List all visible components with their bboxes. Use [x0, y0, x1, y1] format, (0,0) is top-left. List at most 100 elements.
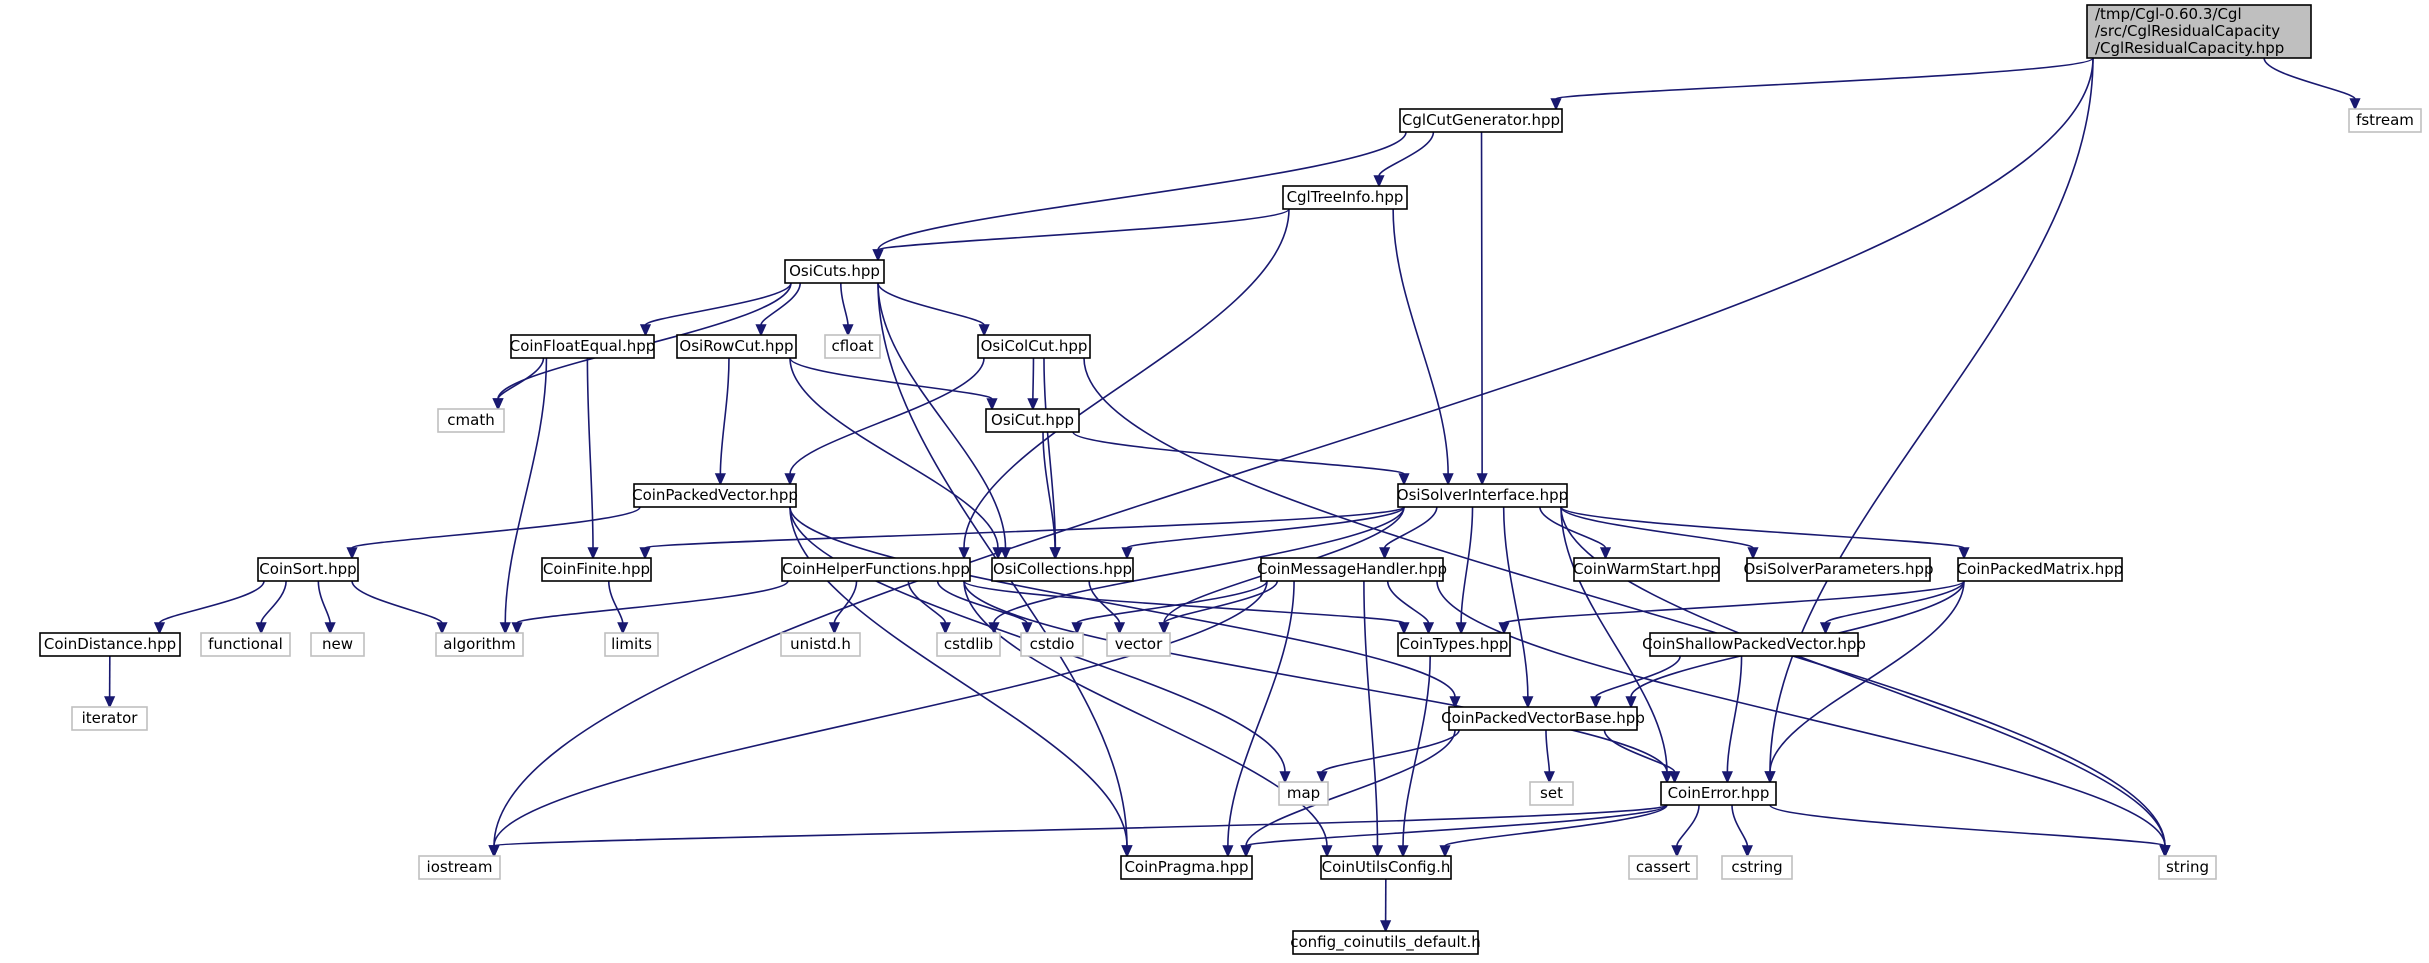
edge-coinerror-to-iostream	[488, 804, 1668, 858]
node-configdefault[interactable]: config_coinutils_default.h	[1290, 930, 1481, 955]
node-osicolcut[interactable]: OsiColCut.hpp	[977, 334, 1091, 359]
arrow-head	[1371, 845, 1384, 858]
node-label: cassert	[1636, 858, 1690, 876]
node-label: unistd.h	[790, 635, 851, 653]
edge-line	[1603, 729, 1676, 773]
edge-coinsort-to-coindistance	[153, 580, 265, 635]
node-osisolverinterface[interactable]: OsiSolverInterface.hpp	[1397, 483, 1568, 508]
node-coinpackedvector[interactable]: CoinPackedVector.hpp	[632, 483, 798, 508]
arrow-head	[1049, 547, 1061, 560]
node-osicut[interactable]: OsiCut.hpp	[985, 408, 1080, 433]
node-limits: limits	[604, 632, 659, 657]
edge-osisolverinterface-to-coinpackedmatrix	[1560, 506, 1970, 560]
edge-coinfinite-to-limits	[607, 580, 629, 635]
node-cassert: cassert	[1628, 855, 1698, 880]
arrow-head	[755, 324, 767, 337]
arrow-head	[1422, 622, 1435, 635]
edge-line	[936, 580, 1028, 624]
node-string: string	[2158, 855, 2217, 880]
node-label: new	[322, 635, 353, 653]
node-coinhelper[interactable]: CoinHelperFunctions.hpp	[781, 557, 971, 582]
edge-line	[644, 506, 1405, 549]
node-box	[1397, 483, 1568, 508]
edge-cglcutgen-to-osisolverinterface	[1476, 131, 1488, 486]
node-coinwarmstart[interactable]: CoinWarmStart.hpp	[1573, 557, 1720, 582]
node-set: set	[1529, 781, 1574, 806]
arrow-head	[1379, 547, 1391, 560]
node-box	[1721, 855, 1793, 880]
node-coinshallow[interactable]: CoinShallowPackedVector.hpp	[1642, 632, 1866, 657]
node-label: CoinMessageHandler.hpp	[1257, 560, 1447, 578]
node-label: /src/CglResidualCapacity	[2095, 22, 2280, 40]
edge-line	[260, 580, 287, 624]
edge-coinpackedvector-to-coinsort	[346, 506, 641, 560]
edge-coinutilsconfig-to-configdefault	[1380, 878, 1392, 933]
edge-root-to-coinerror	[1764, 57, 2094, 784]
edge-osirowcut-to-coinpackedvector	[714, 357, 730, 486]
arrow-head	[1625, 696, 1637, 709]
node-label: cstring	[1731, 858, 1782, 876]
node-coinsort[interactable]: CoinSort.hpp	[257, 557, 359, 582]
node-cgltreeinfo[interactable]: CglTreeInfo.hpp	[1282, 185, 1408, 210]
node-cstdio: cstdio	[1020, 632, 1084, 657]
edges-layer	[104, 57, 2361, 933]
arrow-head	[492, 398, 504, 411]
node-coinpackedmatrix[interactable]: CoinPackedMatrix.hpp	[1957, 557, 2124, 582]
arrow-head	[1121, 547, 1133, 560]
node-label: OsiColCut.hpp	[981, 337, 1088, 355]
edge-line	[1503, 580, 1965, 624]
node-box	[784, 259, 885, 284]
node-cointypes[interactable]: CoinTypes.hpp	[1397, 632, 1511, 657]
node-box	[985, 408, 1080, 433]
node-cglcutgen[interactable]: CglCutGenerator.hpp	[1399, 108, 1563, 133]
node-algorithm: algorithm	[435, 632, 524, 657]
edge-cgltreeinfo-to-osicuts	[872, 208, 1290, 262]
node-label: CoinSort.hpp	[259, 560, 356, 578]
node-root[interactable]: /tmp/Cgl-0.60.3/Cgl/src/CglResidualCapac…	[2086, 4, 2312, 59]
node-box	[676, 334, 797, 359]
node-osicuts[interactable]: OsiCuts.hpp	[784, 259, 885, 284]
node-box	[418, 855, 501, 880]
node-coinerror[interactable]: CoinError.hpp	[1660, 781, 1777, 806]
arrow-head	[1398, 473, 1410, 486]
edge-line	[719, 357, 730, 475]
edge-coinpvbase-to-set	[1543, 729, 1555, 784]
node-coinpvbase[interactable]: CoinPackedVectorBase.hpp	[1441, 706, 1645, 731]
edge-coinpackedmatrix-to-coinerror	[1764, 580, 1965, 784]
arrow-head	[714, 473, 726, 486]
edge-osisolverinterface-to-cstdlib	[988, 506, 1405, 635]
edge-line	[877, 282, 985, 326]
node-box	[1282, 185, 1408, 210]
edge-line	[789, 357, 985, 475]
edge-line	[1502, 506, 1529, 698]
edge-line	[493, 804, 1668, 847]
edge-line	[586, 357, 594, 549]
node-label: OsiSolverParameters.hpp	[1743, 560, 1933, 578]
node-box	[1397, 632, 1511, 657]
arrow-head	[617, 622, 629, 635]
arrow-head	[1397, 845, 1409, 858]
edge-osicolcut-to-coinpackedvector	[784, 357, 985, 486]
edge-line	[789, 357, 993, 400]
arrow-head	[639, 547, 651, 560]
node-osicollections[interactable]: OsiCollections.hpp	[991, 557, 1134, 582]
node-coindistance[interactable]: CoinDistance.hpp	[39, 632, 181, 657]
node-coinfloatequal[interactable]: CoinFloatEqual.hpp	[510, 334, 656, 359]
edge-osisolverinterface-to-coinwarmstart	[1539, 506, 1612, 560]
edge-line	[907, 580, 947, 624]
node-coinpragma[interactable]: CoinPragma.hpp	[1120, 855, 1253, 880]
arrow-head	[1398, 622, 1410, 635]
edge-line	[351, 506, 641, 549]
arrow-head	[872, 249, 884, 262]
node-osisolverparams[interactable]: OsiSolverParameters.hpp	[1743, 557, 1934, 582]
node-box	[781, 557, 971, 582]
edge-osisolverinterface-to-coinerror	[1560, 506, 1673, 784]
node-coinmessage[interactable]: CoinMessageHandler.hpp	[1257, 557, 1447, 582]
node-coinfinite[interactable]: CoinFinite.hpp	[541, 557, 652, 582]
node-coinutilsconfig[interactable]: CoinUtilsConfig.h	[1320, 855, 1452, 880]
node-osirowcut[interactable]: OsiRowCut.hpp	[676, 334, 797, 359]
arrow-head	[2159, 845, 2171, 858]
edge-osicollections-to-vector	[1088, 580, 1126, 635]
node-box	[1399, 108, 1563, 133]
